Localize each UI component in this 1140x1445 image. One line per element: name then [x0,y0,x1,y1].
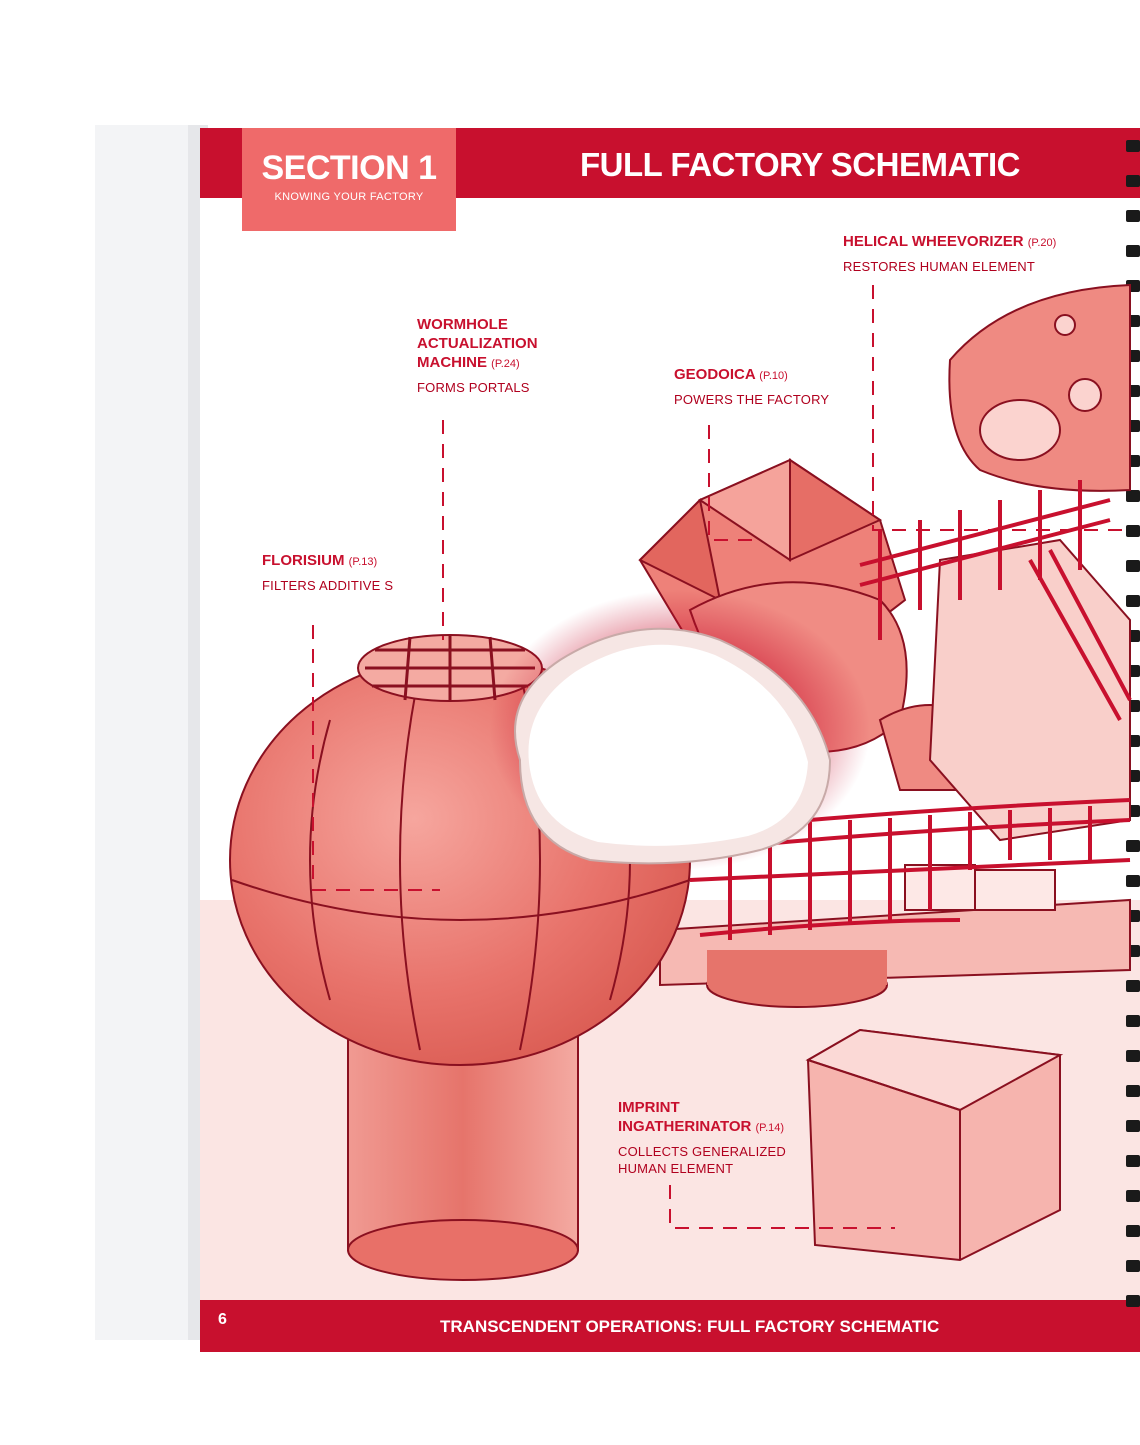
callout-title: ACTUALIZATION [417,335,538,352]
page-title: FULL FACTORY SCHEMATIC [580,146,1021,183]
callout-title: HELICAL WHEEVORIZER [843,233,1024,250]
callout-description: FORMS PORTALS [417,380,530,395]
section-tab [242,128,456,231]
callout-page-ref: (P.24) [491,358,520,370]
callout-description: FILTERS ADDITIVE S [262,578,394,593]
callout-wormhole-actualization-machine: WORMHOLE ACTUALIZATION MACHINE (P.24) FO… [417,315,538,396]
callout-lines [312,285,1125,1229]
callout-description: POWERS THE FACTORY [674,392,830,407]
callout-description: HUMAN ELEMENT [618,1161,734,1176]
helical-wheevorizer-drawing [948,283,1131,492]
callout-page-ref: (P.10) [759,370,788,382]
back-cover-edge [95,125,205,1340]
callout-title: GEODOICA [674,366,756,383]
callout-title: MACHINE [417,354,487,371]
callout-title: WORMHOLE [417,316,508,333]
callout-page-ref: (P.20) [1027,237,1057,249]
footer-bar [200,1300,1140,1352]
callout-title: IMPRINT [618,1099,680,1116]
section-title: SECTION 1 [261,149,437,187]
callout-title: INGATHERINATOR [618,1118,752,1135]
imprint-ingatherinator-drawing [805,1028,1064,1262]
callout-description: RESTORES HUMAN ELEMENT [843,259,1035,274]
callout-description: COLLECTS GENERALIZED [618,1144,786,1159]
page-number: 6 [218,1311,227,1328]
callout-helical-wheevorizer: HELICAL WHEEVORIZER (P.20) RESTORES HUMA… [843,232,1056,275]
callout-page-ref: (P.14) [755,1122,785,1134]
callout-page-ref: (P.13) [348,556,378,568]
torn-hole [490,590,870,870]
callout-geodoica: GEODOICA (P.10) POWERS THE FACTORY [674,365,829,408]
running-title: TRANSCENDENT OPERATIONS: FULL FACTORY SC… [440,1317,940,1336]
callout-florisium: FLORISIUM (P.13) FILTERS ADDITIVE S [262,551,393,594]
callout-title: FLORISIUM [262,552,345,569]
callout-imprint-ingatherinator: IMPRINT INGATHERINATOR (P.14) COLLECTS G… [618,1098,786,1177]
section-subtitle: KNOWING YOUR FACTORY [274,191,424,203]
